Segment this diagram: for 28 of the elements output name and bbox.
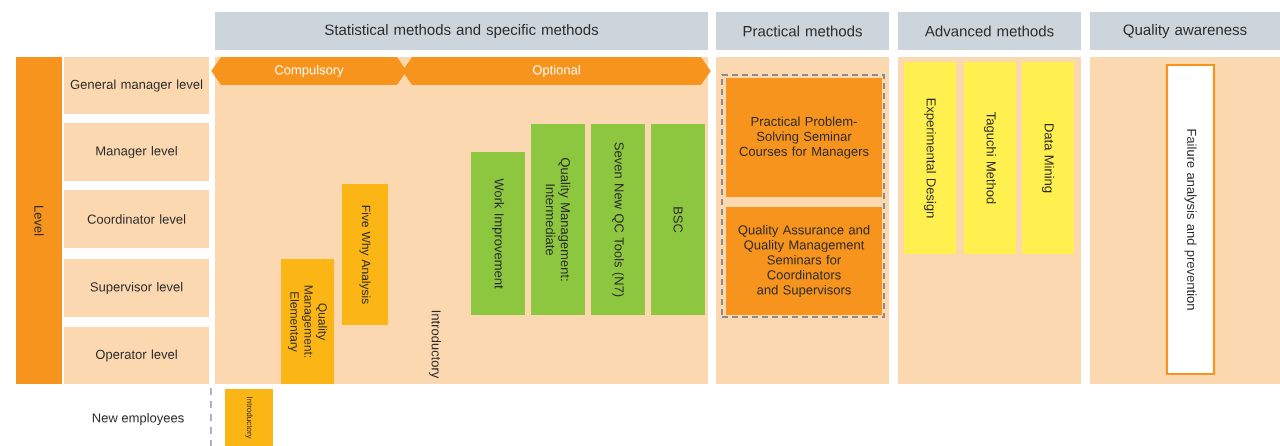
course-box: Work Improvement (471, 152, 525, 315)
level-box: Operator level (64, 327, 209, 384)
arrow-band: Optional (402, 57, 711, 85)
header-band: Statistical methods and specific methods (215, 12, 708, 50)
course-box: Quality Management: Intermediate (531, 124, 585, 315)
level-box: Supervisor level (64, 259, 209, 317)
text-label: Introductory (428, 310, 442, 379)
level-box: Manager level (64, 123, 209, 181)
level-box: General manager level (64, 57, 209, 114)
text-label: New employees (92, 412, 184, 426)
course-box: Seven New QC Tools (N7) (591, 124, 645, 315)
header-band: Practical methods (716, 12, 889, 50)
header-band: Quality awareness (1090, 12, 1280, 50)
course-box: Quality Management: Elementary (281, 259, 334, 384)
dashed-group-box (721, 74, 885, 318)
arrow-band: Compulsory (211, 57, 407, 85)
course-box: Failure analysis and prevention (1165, 63, 1216, 376)
course-box: BSC (651, 124, 705, 315)
level-bar: Level (16, 57, 62, 384)
header-band: Advanced methods (898, 12, 1081, 50)
course-box: Introductory (225, 389, 273, 446)
course-box: Five Why Analysis (342, 184, 388, 325)
seminar-box: Quality Assurance and Quality Management Seminars for Coordinators and Supervisors (726, 207, 882, 315)
course-box: Taguchi Method (964, 62, 1016, 254)
course-box: Experimental Design (904, 62, 956, 254)
course-box: Data Mining (1022, 62, 1074, 254)
level-box: Coordinator level (64, 190, 209, 248)
seminar-box: Practical Problem-Solving Seminar Courses for Managers (726, 78, 882, 197)
